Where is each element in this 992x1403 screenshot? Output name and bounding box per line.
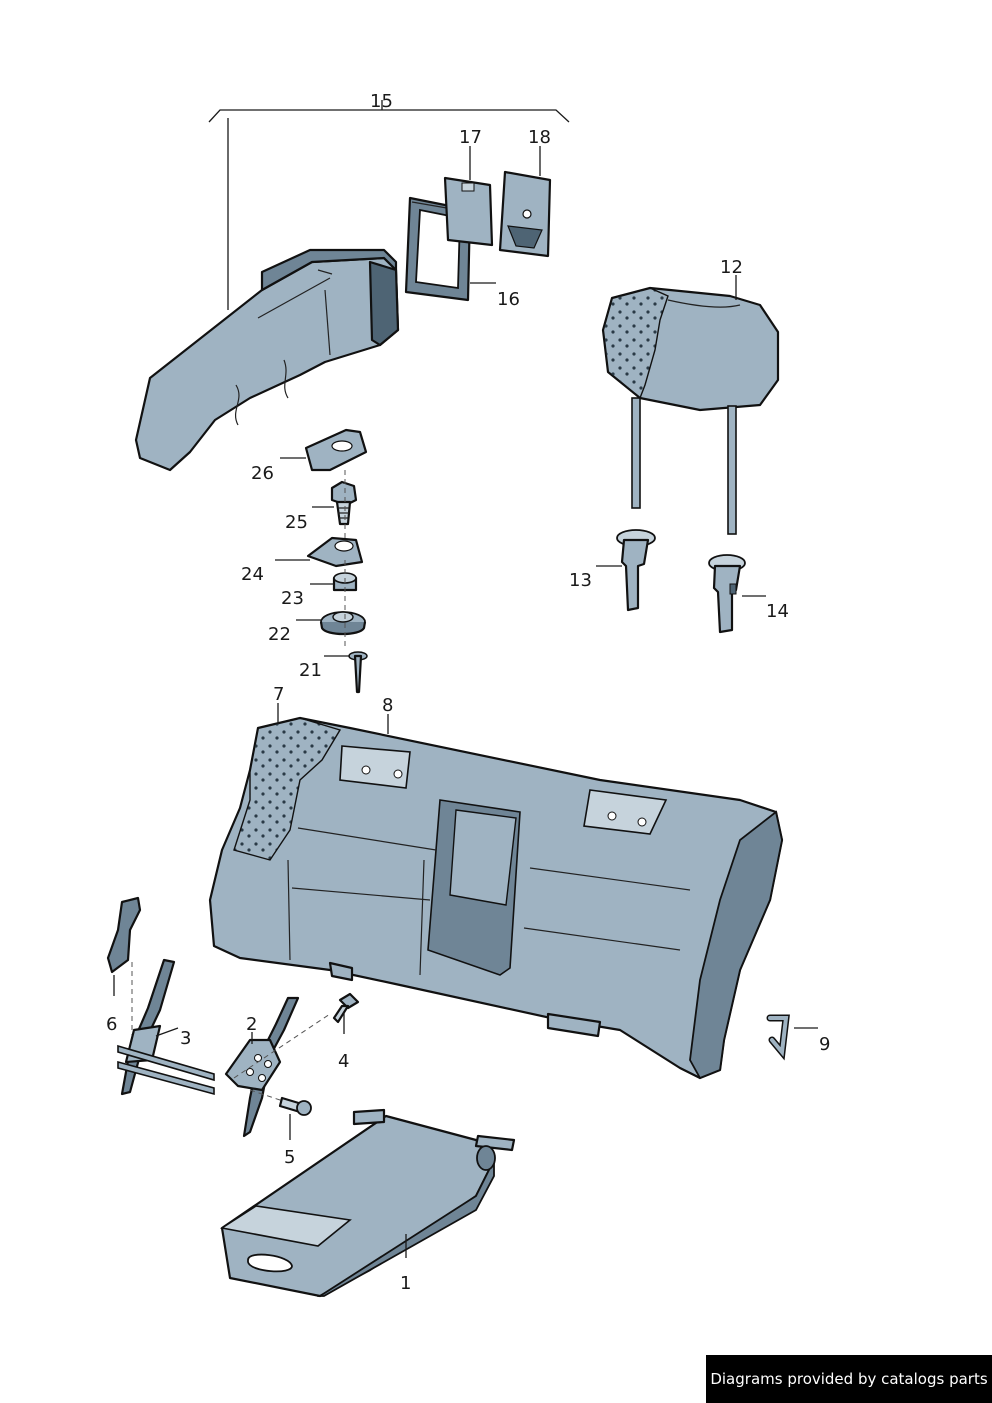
callout-6: 6 [106, 1014, 117, 1035]
trim-part-6 [106, 896, 142, 974]
callout-3: 3 [180, 1028, 191, 1049]
callout-13: 13 [569, 570, 592, 591]
hook-part-9 [766, 1014, 790, 1061]
callout-2: 2 [246, 1014, 257, 1035]
callout-17: 17 [459, 127, 482, 148]
headrest-part-12 [601, 286, 780, 535]
attribution-text: Diagrams provided by catalogs parts [710, 1370, 988, 1388]
callout-16: 16 [497, 289, 520, 310]
leader-3 [155, 1027, 179, 1037]
cover-part-18 [498, 170, 552, 258]
screw-part-4 [332, 992, 360, 1024]
callout-7: 7 [273, 684, 284, 705]
rivet-part-21 [348, 651, 368, 694]
callout-15: 15 [370, 91, 393, 112]
leader-15 [208, 100, 570, 310]
callout-labels: 15 17 18 16 12 26 25 24 23 22 21 13 14 7… [106, 91, 830, 1294]
callout-5: 5 [284, 1147, 295, 1168]
callout-1: 1 [400, 1273, 411, 1294]
hinge-part-3 [117, 958, 215, 1096]
seat-back-part-8 [208, 716, 784, 1080]
bracket-plate-part-24 [306, 536, 364, 568]
guide-sleeve-part-14 [708, 554, 746, 634]
callout-4: 4 [338, 1051, 349, 1072]
callout-12: 12 [720, 257, 743, 278]
callout-25: 25 [285, 512, 308, 533]
callout-23: 23 [281, 588, 304, 609]
callout-18: 18 [528, 127, 551, 148]
hinge-part-2 [224, 996, 300, 1138]
callout-14: 14 [766, 601, 789, 622]
callout-22: 22 [268, 624, 291, 645]
seat-cushion-part-1 [219, 1108, 516, 1298]
callout-21: 21 [299, 660, 322, 681]
guide-sleeve-part-13 [616, 529, 656, 612]
callout-8: 8 [382, 695, 393, 716]
armrest-part-15 [134, 248, 400, 472]
clip-part-26 [304, 428, 368, 472]
cover-part-17 [443, 176, 494, 247]
bolt-part-5 [278, 1096, 312, 1116]
callout-24: 24 [241, 564, 264, 585]
callout-9: 9 [819, 1034, 830, 1055]
nut-part-22 [319, 611, 367, 636]
callout-26: 26 [251, 463, 274, 484]
attribution-badge[interactable]: Diagrams provided by catalogs parts [706, 1355, 992, 1403]
bolt-part-25 [330, 480, 358, 526]
